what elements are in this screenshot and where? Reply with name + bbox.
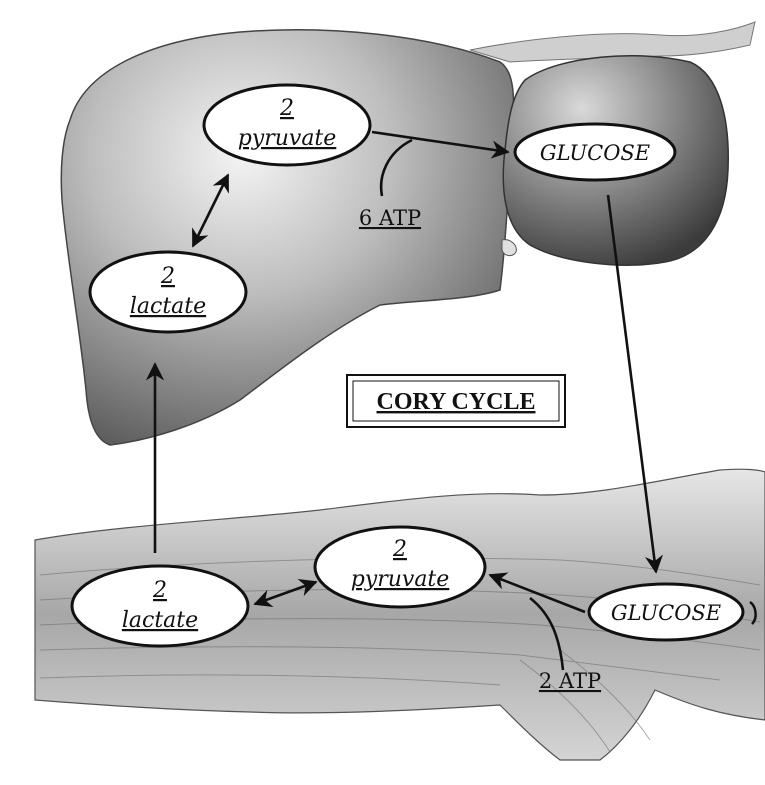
muscle-pyruvate-count: 2 — [392, 537, 407, 562]
liver-pyruvate-count: 2 — [279, 96, 294, 121]
muscle-lactate-node: 2 lactate — [72, 566, 248, 646]
liver-pyruvate-label: pyruvate — [238, 126, 337, 151]
liver-pyruvate-node: 2 pyruvate — [204, 85, 370, 165]
muscle-glucose-label: GLUCOSE — [611, 601, 721, 625]
liver-lactate-node: 2 lactate — [90, 252, 246, 332]
muscle-pyruvate-label: pyruvate — [351, 567, 450, 592]
liver-lactate-count: 2 — [160, 264, 175, 289]
muscle-glucose-node: GLUCOSE — [589, 584, 743, 640]
title-box: CORY CYCLE — [347, 375, 565, 427]
muscle-lactate-count: 2 — [152, 578, 167, 603]
muscle-pyruvate-node: 2 pyruvate — [315, 527, 485, 607]
liver-glucose-label: GLUCOSE — [540, 141, 650, 165]
page-title: CORY CYCLE — [377, 389, 536, 415]
muscle-lactate-label: lactate — [122, 608, 198, 633]
muscle-atp-label: 2 ATP — [539, 669, 601, 693]
liver-glucose-node: GLUCOSE — [515, 124, 675, 180]
liver-atp-label: 6 ATP — [359, 206, 421, 230]
liver-lactate-label: lactate — [130, 294, 206, 319]
